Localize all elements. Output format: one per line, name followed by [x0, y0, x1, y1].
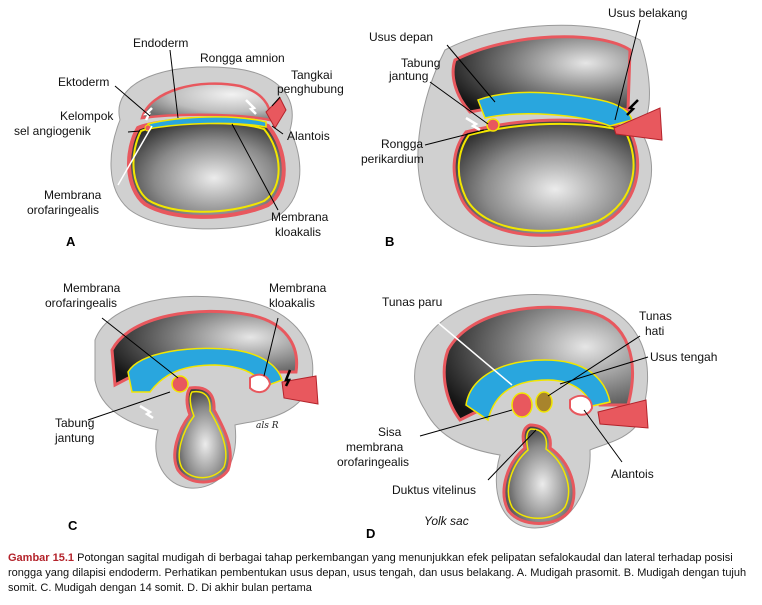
panel-d-gut-tube [465, 359, 611, 422]
panel-b-leader-rongga [424, 129, 485, 146]
panel-d-leader-usus-tengah [559, 356, 649, 385]
panel-a-arrow-right [245, 99, 257, 115]
panel-b-label-tabung-2: jantung [388, 69, 428, 83]
panel-b-yolk-endoderm [457, 122, 635, 232]
panel-d-leader-duktus [487, 429, 537, 481]
panel-c-label-membrana-klo-2: kloakalis [269, 296, 315, 310]
panel-a-amnion-cavity [140, 82, 272, 122]
panel-b-gut-tube [477, 91, 633, 127]
panel-b-leader-tabung [429, 81, 489, 125]
panel-d-label-sisa-3: orofaringealis [337, 455, 409, 469]
panel-c-leader-orofaringealis [101, 317, 179, 379]
panel-b-letter: B [385, 234, 394, 249]
panel-a-letter: A [66, 234, 76, 249]
panel-d-leader-sisa [419, 409, 513, 437]
panel-c-arrow-left [139, 404, 154, 420]
panel-b-label-usus-belakang: Usus belakang [608, 6, 687, 20]
panel-a-label-tangkai-1: Tangkai [291, 68, 332, 82]
panel-c-hindgut-loop [249, 373, 272, 394]
panel-d-label-alantois: Alantois [611, 467, 654, 481]
panel-d-label-tunas-hati-2: hati [645, 324, 664, 338]
panel-b-label-tabung-1: Tabung [401, 56, 440, 70]
panel-b-yolk-sac [452, 118, 640, 237]
panel-a-leader-endoderm [169, 49, 179, 119]
panel-b-label-usus-depan: Usus depan [369, 30, 433, 44]
panel-a-leader-ektoderm [114, 85, 151, 117]
panel-c-arrow-right [284, 369, 292, 387]
panel-c-label-tabung-1: Tabung [55, 416, 94, 430]
panel-c-leader-tabung [87, 391, 171, 421]
panel-b-leader-usus-belakang [614, 19, 641, 121]
panel-b-leader-usus-depan [446, 44, 496, 103]
panel-d-label-usus-tengah: Usus tengah [650, 350, 717, 364]
panel-b-label-rongga-2: perikardium [361, 152, 424, 166]
panel-d-connecting-stalk [597, 399, 649, 429]
panel-b: Usus depan Usus belakang Tabung jantung … [361, 6, 687, 249]
panel-d-label-yolk: Yolk sac [424, 514, 469, 528]
panel-c-gut-tube [127, 347, 283, 393]
panel-c-label-membrana-oro-2: orofaringealis [45, 296, 117, 310]
panel-a-label-ektoderm: Ektoderm [58, 75, 109, 89]
panel-c-yolk-sac [173, 386, 232, 484]
panel-d-hindgut-loop [569, 394, 594, 416]
panel-a: Endoderm Rongga amnion Ektoderm Tangkai … [14, 36, 344, 249]
caption-head: Gambar 15.1 [8, 552, 75, 564]
panel-d-label-tunas-hati-1: Tunas [639, 309, 672, 323]
panel-d-label-duktus: Duktus vitelinus [392, 483, 476, 497]
panel-a-leader-orofaringealis [117, 125, 153, 186]
panel-a-label-alantois: Alantois [287, 129, 330, 143]
panel-d-label-sisa-2: membrana [346, 440, 404, 454]
panel-a-label-endoderm: Endoderm [133, 36, 188, 50]
panel-c-leader-kloakalis [263, 317, 279, 377]
panel-a-label-rongga-amnion: Rongga amnion [200, 51, 285, 65]
panel-d-label-tunas-paru: Tunas paru [382, 295, 442, 309]
panel-a-label-membrana-oro-2: orofaringealis [27, 203, 99, 217]
panel-a-endoderm-layer [147, 116, 267, 130]
panel-c-connecting-stalk [281, 375, 319, 405]
panel-a-label-kelompok-1: Kelompok [60, 109, 114, 123]
panel-d-leader-alantois [583, 409, 623, 463]
panel-d-yolk-endoderm [507, 428, 570, 519]
panel-d-letter: D [366, 526, 375, 541]
panel-d-liver-bud [535, 391, 553, 413]
panel-c-signature: als R [256, 421, 279, 431]
panel-a-label-kelompok-2: sel angiogenik [14, 124, 92, 138]
figure-caption: Gambar 15.1 Potongan sagital mudigah di … [8, 551, 756, 596]
panel-a-label-membrana-oro-1: Membrana [44, 188, 102, 202]
panel-a-leader-kloakalis [231, 123, 279, 211]
panel-b-arrow-left [465, 116, 481, 132]
panel-b-arrow-right [626, 99, 639, 116]
panel-a-leader-tangkai [271, 96, 281, 107]
caption-body: Potongan sagital mudigah di berbagai tah… [8, 552, 747, 594]
embryo-sagittal-diagram: Endoderm Rongga amnion Ektoderm Tangkai … [14, 6, 717, 541]
panel-b-connecting-stalk [613, 107, 663, 141]
panel-b-heart-tube [486, 118, 500, 132]
panel-d-yolk-sac [502, 423, 576, 525]
panel-d-label-sisa-1: Sisa [378, 425, 402, 439]
panel-a-label-membrana-klo-1: Membrana [271, 210, 329, 224]
panel-d-leader-tunas-hati [547, 335, 641, 397]
panel-a-label-membrana-klo-2: kloakalis [275, 225, 321, 239]
panel-c-yolk-endoderm [178, 390, 227, 479]
panel-c-label-tabung-2: jantung [54, 431, 94, 445]
panel-c-label-membrana-oro-1: Membrana [63, 281, 121, 295]
panel-c-heart-tube [171, 375, 189, 393]
panel-d: Tunas paru Tunas hati Usus tengah Sisa m… [337, 293, 717, 541]
panel-d-leader-tunas-paru [423, 310, 513, 386]
panel-b-label-rongga-1: Rongga [381, 137, 423, 151]
panel-a-label-tangkai-2: penghubung [277, 82, 344, 96]
panel-a-leader-kelompok [127, 130, 141, 133]
panel-c: Membrana orofaringealis Membrana kloakal… [45, 281, 327, 533]
panel-c-letter: C [68, 518, 78, 533]
panel-c-label-membrana-klo-1: Membrana [269, 281, 327, 295]
panel-d-heart [511, 392, 533, 418]
panel-a-leader-alantois [271, 125, 284, 135]
